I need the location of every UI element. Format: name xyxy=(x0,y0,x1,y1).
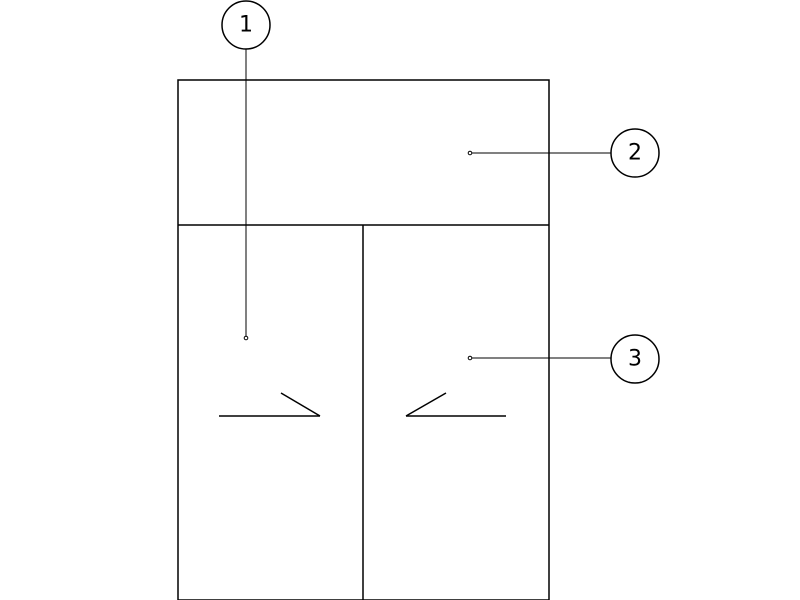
callout-number: 2 xyxy=(628,141,642,166)
callout-1: 1 xyxy=(221,0,271,341)
callout-3: 3 xyxy=(467,334,660,384)
callout-2: 2 xyxy=(467,128,660,178)
leader-dot xyxy=(243,335,249,341)
callout-circle xyxy=(610,128,660,178)
callout-circle xyxy=(610,334,660,384)
leader-dot xyxy=(467,150,473,156)
left-door-swing-symbol xyxy=(219,392,321,417)
callout-circle xyxy=(221,0,271,50)
right-door-swing-symbol xyxy=(405,392,506,417)
callout-number: 3 xyxy=(628,347,642,372)
cabinet-outline xyxy=(177,79,550,600)
callout-number: 1 xyxy=(239,13,253,38)
leader-dot xyxy=(467,355,473,361)
